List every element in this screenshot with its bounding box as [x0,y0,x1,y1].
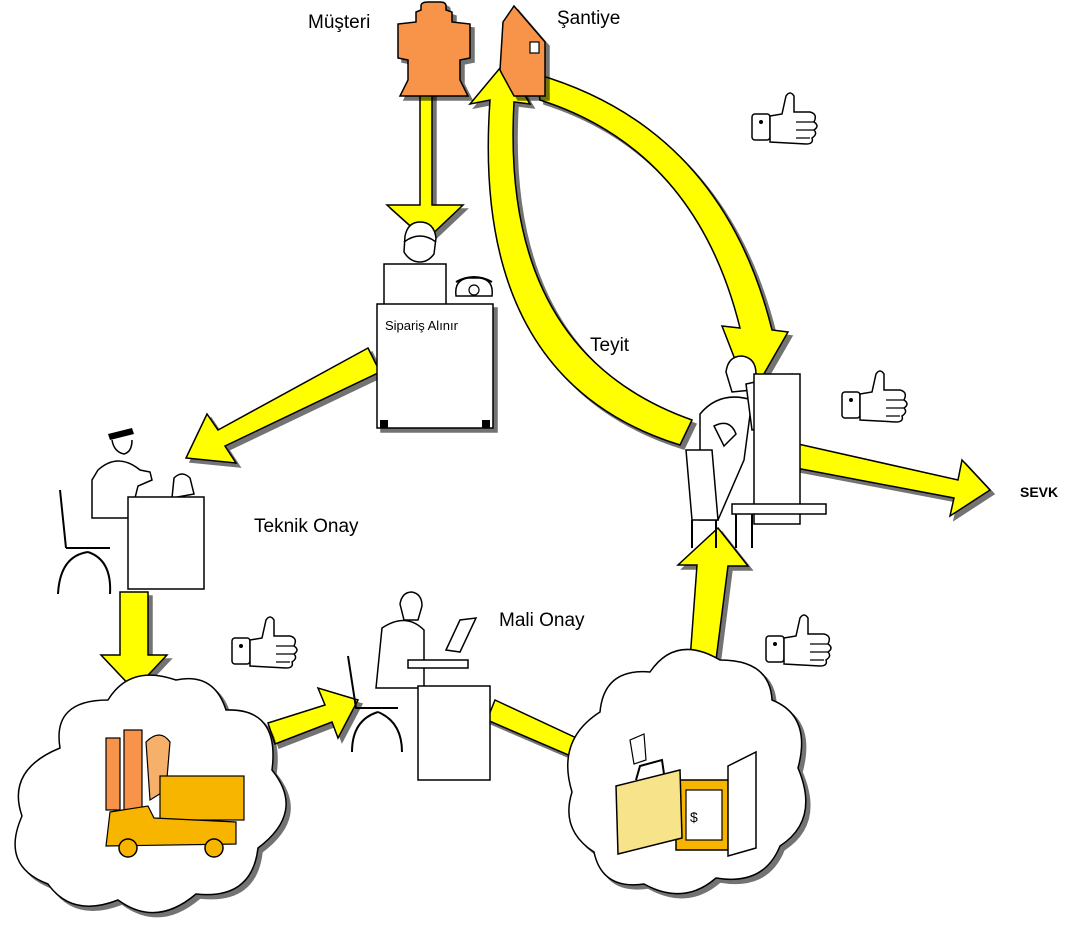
customer-figure-icon [397,1,471,97]
accountant-at-desk-icon [347,591,491,781]
thumbs-up-icon [765,614,832,667]
label-musteri: Müşteri [308,12,370,33]
label-sevk: SEVK [1020,484,1058,500]
engineer-at-desk-icon [57,428,205,595]
svg-text:$: $ [690,809,698,825]
arrow-truck-to-finance [267,686,360,745]
label-santiye: Şantiye [557,8,620,29]
phone-icon [455,276,493,297]
reader-at-desk-icon [685,355,827,548]
briefcase-icon [615,733,683,855]
label-mali-onay: Mali Onay [499,610,585,631]
label-teknik-onay: Teknik Onay [254,516,359,537]
house-icon [499,4,546,97]
cloud-icon [567,648,807,895]
label-siparis: Sipariş Alınır [385,318,459,333]
label-teyit: Teyit [590,335,630,356]
arrow-technical-to-truck [99,591,169,692]
thumbs-up-icon [231,616,298,669]
arrow-to-shipment [795,443,992,518]
operator-at-desk-icon [376,221,494,429]
thumbs-up-icon [841,370,908,423]
arrow-order-to-technical [184,346,382,464]
forklift-truck-icon [105,729,245,858]
arrow-safe-to-approval [676,526,750,661]
thumbs-up-icon [751,92,818,145]
